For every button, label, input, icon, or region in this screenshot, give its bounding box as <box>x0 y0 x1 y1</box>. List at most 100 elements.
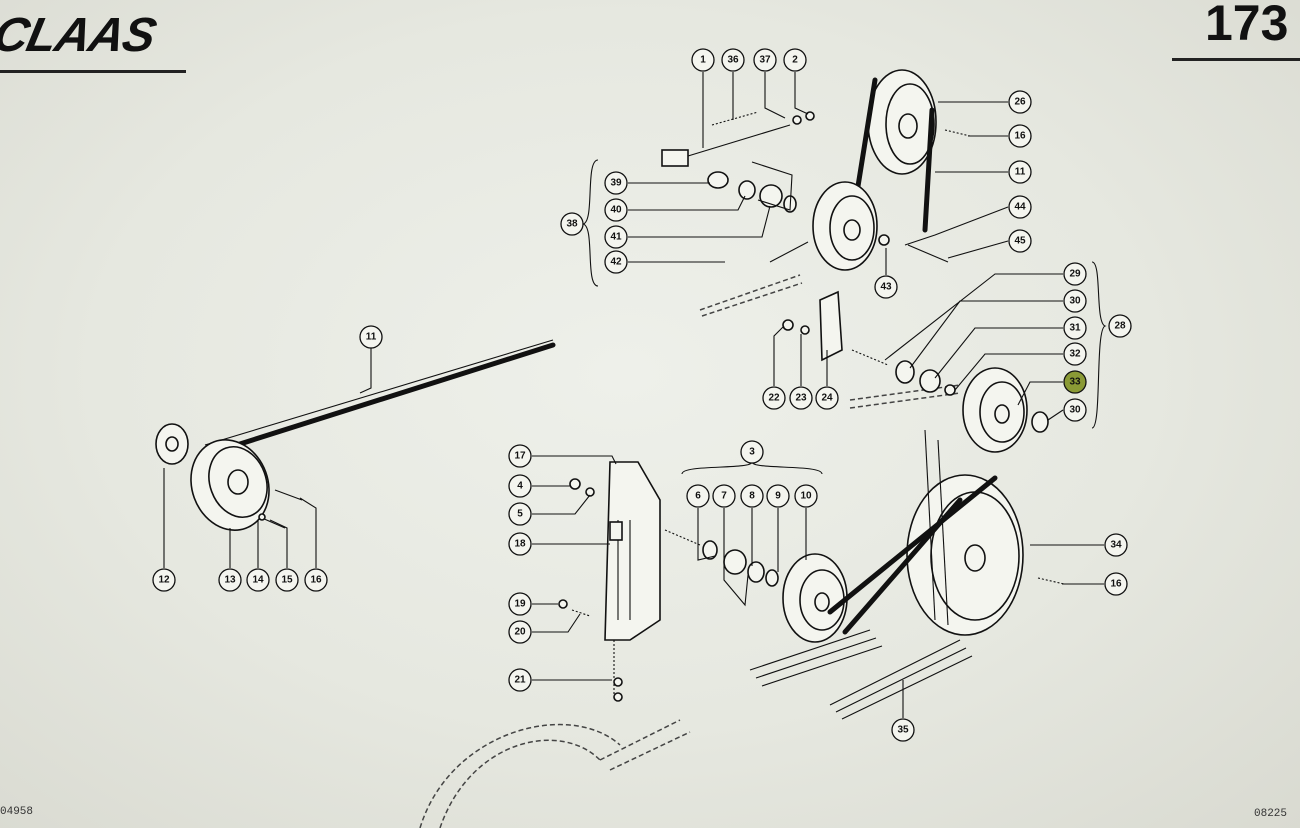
callout-layer: 1 36 37 2 26 16 11 44 45 39 40 41 42 38 … <box>152 48 1132 742</box>
svg-text:34: 34 <box>1110 540 1122 551</box>
svg-text:35: 35 <box>897 725 909 736</box>
svg-text:20: 20 <box>514 627 526 638</box>
svg-text:30: 30 <box>1069 405 1081 416</box>
callout-37: 37 <box>753 48 777 72</box>
callout-21: 21 <box>508 668 532 692</box>
leader-lines <box>163 72 1107 718</box>
svg-text:21: 21 <box>514 675 526 686</box>
svg-text:28: 28 <box>1114 321 1126 332</box>
svg-text:18: 18 <box>514 539 526 550</box>
callout-17: 17 <box>508 444 532 468</box>
svg-text:42: 42 <box>610 257 622 268</box>
callout-26: 26 <box>1008 90 1032 114</box>
svg-text:5: 5 <box>517 509 523 520</box>
footer-code-left: 04958 <box>0 806 34 818</box>
callout-35: 35 <box>891 718 915 742</box>
svg-text:16: 16 <box>1110 579 1122 590</box>
svg-text:40: 40 <box>610 205 622 216</box>
callout-34: 34 <box>1104 533 1128 557</box>
callout-4: 4 <box>508 474 532 498</box>
svg-text:29: 29 <box>1069 269 1081 280</box>
callout-43: 43 <box>874 275 898 299</box>
callout-23: 23 <box>789 386 813 410</box>
svg-text:8: 8 <box>749 491 755 502</box>
callout-31: 31 <box>1063 316 1087 340</box>
callout-16-top: 16 <box>1008 124 1032 148</box>
callout-33: 33 <box>1063 370 1087 394</box>
callout-14: 14 <box>246 568 270 592</box>
svg-text:14: 14 <box>252 575 264 586</box>
footer-code-right: 08225 <box>1254 808 1288 820</box>
callout-15: 15 <box>275 568 299 592</box>
svg-text:6: 6 <box>695 491 701 502</box>
callout-7: 7 <box>712 484 736 508</box>
svg-text:24: 24 <box>821 393 833 404</box>
callout-28-group: 28 <box>1108 314 1132 338</box>
callout-9: 9 <box>766 484 790 508</box>
svg-text:4: 4 <box>517 481 523 492</box>
svg-text:15: 15 <box>281 575 293 586</box>
svg-text:2: 2 <box>792 55 798 66</box>
svg-text:33: 33 <box>1069 377 1081 388</box>
bracket-24 <box>819 290 843 362</box>
callout-6: 6 <box>686 484 710 508</box>
callout-32: 32 <box>1063 342 1087 366</box>
svg-text:11: 11 <box>1015 167 1026 178</box>
svg-text:12: 12 <box>158 575 170 586</box>
svg-text:19: 19 <box>514 599 526 610</box>
header-rule-left <box>0 70 186 73</box>
svg-text:1: 1 <box>700 55 706 66</box>
svg-text:38: 38 <box>566 219 578 230</box>
svg-text:26: 26 <box>1014 97 1026 108</box>
callout-10: 10 <box>794 484 818 508</box>
callout-30-b: 30 <box>1063 398 1087 422</box>
svg-text:16: 16 <box>310 575 322 586</box>
callout-8: 8 <box>740 484 764 508</box>
callout-16-right: 16 <box>1104 572 1128 596</box>
callout-36: 36 <box>721 48 745 72</box>
callout-29: 29 <box>1063 262 1087 286</box>
svg-text:22: 22 <box>768 393 780 404</box>
svg-text:44: 44 <box>1014 202 1026 213</box>
belt-35-lower <box>749 629 883 687</box>
svg-text:13: 13 <box>224 575 236 586</box>
callout-44: 44 <box>1008 195 1032 219</box>
svg-text:17: 17 <box>514 451 526 462</box>
svg-text:39: 39 <box>610 178 622 189</box>
callout-18: 18 <box>508 532 532 556</box>
callout-19: 19 <box>508 592 532 616</box>
callout-41: 41 <box>604 225 628 249</box>
callout-42: 42 <box>604 250 628 274</box>
callout-45: 45 <box>1008 229 1032 253</box>
callout-5: 5 <box>508 502 532 526</box>
parts-artwork <box>155 69 1065 828</box>
svg-text:23: 23 <box>795 393 807 404</box>
svg-text:3: 3 <box>749 447 755 458</box>
callout-3-group: 3 <box>740 440 764 464</box>
svg-text:45: 45 <box>1014 236 1026 247</box>
callout-16-left: 16 <box>304 568 328 592</box>
svg-text:9: 9 <box>775 491 781 502</box>
callout-24: 24 <box>815 386 839 410</box>
callout-2: 2 <box>783 48 807 72</box>
svg-text:41: 41 <box>610 232 622 243</box>
header-rule-right <box>1172 58 1300 61</box>
svg-text:43: 43 <box>880 282 892 293</box>
svg-text:11: 11 <box>366 332 377 343</box>
callout-1: 1 <box>691 48 715 72</box>
callout-11-top: 11 <box>1008 160 1032 184</box>
svg-text:7: 7 <box>721 491 727 502</box>
page-number: 173 <box>1205 0 1289 51</box>
callout-20: 20 <box>508 620 532 644</box>
callout-12: 12 <box>152 568 176 592</box>
svg-text:37: 37 <box>759 55 771 66</box>
svg-text:31: 31 <box>1069 323 1081 334</box>
bracket-1 <box>661 149 689 167</box>
svg-text:10: 10 <box>800 491 812 502</box>
svg-text:36: 36 <box>727 55 739 66</box>
callout-40: 40 <box>604 198 628 222</box>
callout-11-left: 11 <box>359 325 383 349</box>
callout-39: 39 <box>604 171 628 195</box>
belt-11-left <box>202 342 556 458</box>
